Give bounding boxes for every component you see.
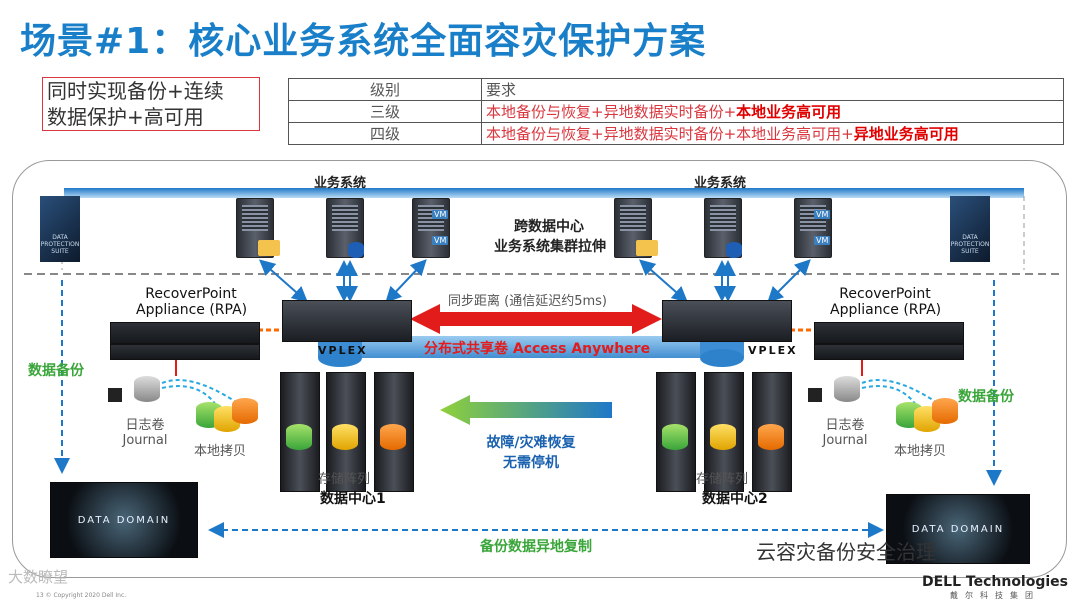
page-title: 场景#1：核心业务系统全面容灾保护方案 — [20, 21, 707, 62]
data-domain-right: DATA DOMAIN — [886, 494, 1030, 564]
datacenter-1-label: 数据中心1 — [320, 491, 386, 507]
table-row: 四级 本地备份与恢复+异地数据实时备份+本地业务高可用+异地业务高可用 — [288, 122, 1064, 145]
volume-orange-icon — [758, 424, 784, 450]
volume-yellow-icon — [332, 424, 358, 450]
table-row: 三级 本地备份与恢复+异地数据实时备份+本地业务高可用 — [288, 100, 1064, 123]
vm-icon: VM — [814, 236, 831, 245]
copyright: 13 © Copyright 2020 Dell Inc. — [36, 592, 127, 599]
database-icon — [348, 242, 364, 258]
journal-label-right: 日志卷 Journal — [822, 418, 868, 448]
sync-distance-label: 同步距离 (通信延迟约5ms) — [448, 294, 607, 309]
journal-volume-icon — [834, 376, 860, 402]
req-plain: 本地备份与恢复+异地数据实时备份+ — [486, 103, 737, 121]
vm-icon: VM — [432, 210, 449, 219]
cluster-stretch-label: 跨数据中心 业务系统集群拉伸 — [494, 219, 606, 255]
row-requirement: 本地备份与恢复+异地数据实时备份+本地业务高可用 — [481, 100, 1064, 123]
data-domain-left: DATA DOMAIN — [50, 482, 198, 558]
storage-label-left: 存储阵列 — [318, 472, 371, 487]
dell-cn: 戴尔科技集团 — [950, 591, 1040, 600]
diagram-frame — [12, 160, 1067, 578]
req-bold: 异地业务高可用 — [853, 125, 959, 143]
local-copy-label-left: 本地拷贝 — [194, 444, 247, 459]
storage-label-right: 存储阵列 — [696, 472, 749, 487]
vplex-left — [282, 300, 412, 342]
database-icon — [726, 242, 742, 258]
feature-summary-box: 同时实现备份+连续 数据保护+高可用 — [42, 77, 260, 131]
volume-green-icon — [286, 424, 312, 450]
server-icon — [794, 198, 832, 258]
feature-line-2: 数据保护+高可用 — [47, 105, 204, 129]
row-requirement: 本地备份与恢复+异地数据实时备份+本地业务高可用+异地业务高可用 — [481, 122, 1064, 145]
copy-volume-icon — [932, 398, 958, 424]
req-bold: 本地业务高可用 — [736, 103, 842, 121]
server-icon — [412, 198, 450, 258]
business-band — [64, 188, 1024, 198]
feature-line-1: 同时实现备份+连续 — [47, 79, 224, 103]
business-system-label-left: 业务系统 — [314, 176, 367, 191]
vplex-label-right: VPLEX — [748, 344, 798, 357]
volume-orange-icon — [380, 424, 406, 450]
req-plain: 本地备份与恢复+异地数据实时备份+本地业务高可用+ — [486, 125, 854, 143]
journal-volume-icon — [134, 376, 160, 402]
copy-volume-icon — [232, 398, 258, 424]
row-level: 四级 — [288, 122, 482, 145]
distributed-volume-band — [330, 336, 730, 358]
folder-icon — [258, 240, 280, 256]
rpa-appliance-right-2 — [814, 344, 964, 360]
data-backup-label-right: 数据备份 — [958, 389, 1014, 405]
camera-icon — [108, 388, 122, 402]
local-copy-label-right: 本地拷贝 — [894, 444, 947, 459]
rpa-appliance-left-2 — [110, 344, 260, 360]
requirements-table: 级别 要求 三级 本地备份与恢复+异地数据实时备份+本地业务高可用 四级 本地备… — [288, 78, 1064, 145]
data-protection-suite-right: DATA PROTECTION SUITE — [950, 196, 990, 262]
distributed-volume-label: 分布式共享卷 Access Anywhere — [424, 341, 651, 357]
server-icon — [614, 198, 652, 258]
vm-icon: VM — [432, 236, 449, 245]
rpa-label-left: RecoverPoint Appliance (RPA) — [136, 286, 248, 318]
volume-yellow-icon — [710, 424, 736, 450]
failover-label: 故障/灾难恢复 无需停机 — [486, 435, 576, 471]
journal-label-left: 日志卷 Journal — [122, 418, 168, 448]
data-protection-suite-left: DATA PROTECTION SUITE — [40, 196, 80, 262]
camera-icon — [808, 388, 822, 402]
rpa-appliance-left — [110, 322, 260, 344]
failover-arrow — [440, 395, 612, 425]
rpa-appliance-right — [814, 322, 964, 344]
vplex-right — [662, 300, 792, 342]
watermark-right: 云容灾备份安全治理 — [756, 540, 936, 564]
watermark-left: 大数瞭望 — [8, 568, 69, 586]
datacenter-2-label: 数据中心2 — [702, 491, 768, 507]
dell-logo: DELL Technologies — [922, 574, 1069, 590]
vm-icon: VM — [814, 210, 831, 219]
sync-arrow — [410, 304, 662, 334]
business-system-label-right: 业务系统 — [694, 176, 747, 191]
data-backup-label-left: 数据备份 — [28, 363, 84, 379]
backup-replication-label: 备份数据异地复制 — [480, 539, 592, 555]
vplex-label-left: VPLEX — [318, 344, 368, 357]
rpa-label-right: RecoverPoint Appliance (RPA) — [830, 286, 942, 318]
folder-icon — [636, 240, 658, 256]
volume-green-icon — [662, 424, 688, 450]
